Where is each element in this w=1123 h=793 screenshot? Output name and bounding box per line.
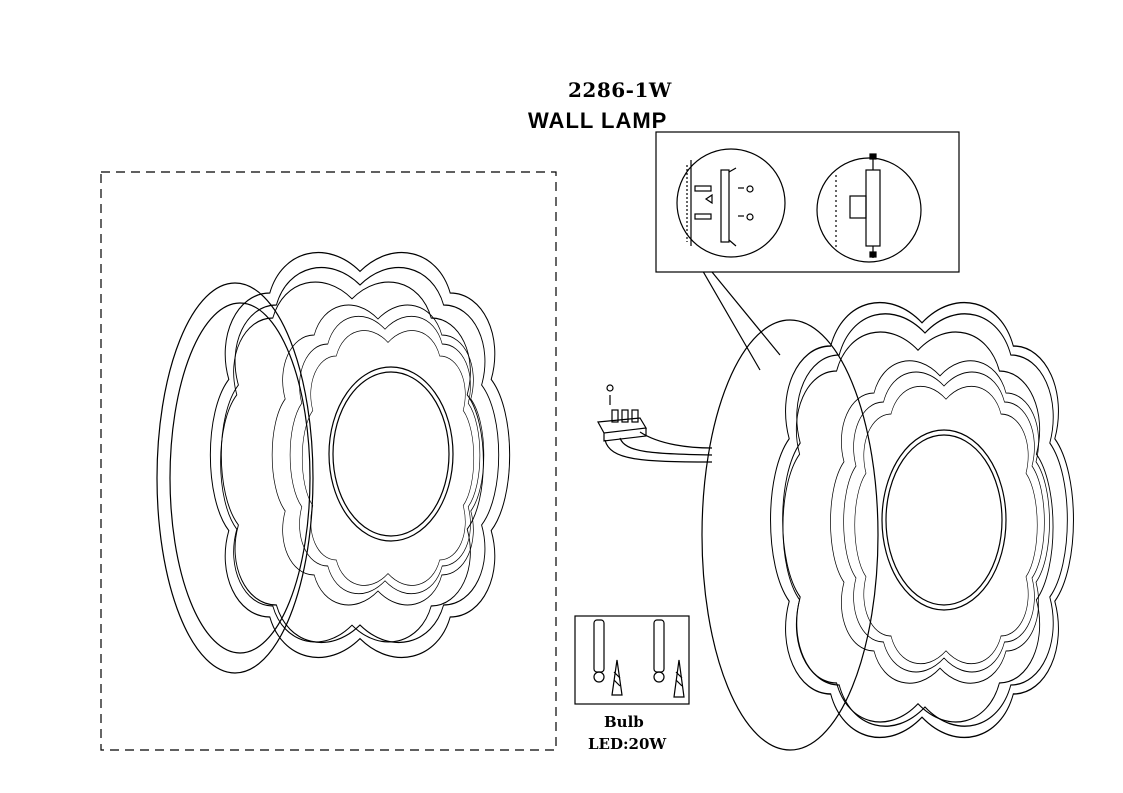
bulb-spec: LED:20W [588, 735, 667, 753]
product-title: WALL LAMP [528, 108, 668, 133]
mounting-detail [655, 131, 960, 273]
lamp-front-view [100, 171, 557, 751]
model-number: 2286-1W [568, 78, 672, 102]
wall-anchors [574, 615, 690, 705]
terminal-block [597, 384, 713, 463]
bulb-label: Bulb [604, 713, 644, 731]
dashed-frame [100, 171, 557, 751]
lamp-perspective-view [701, 301, 1075, 751]
